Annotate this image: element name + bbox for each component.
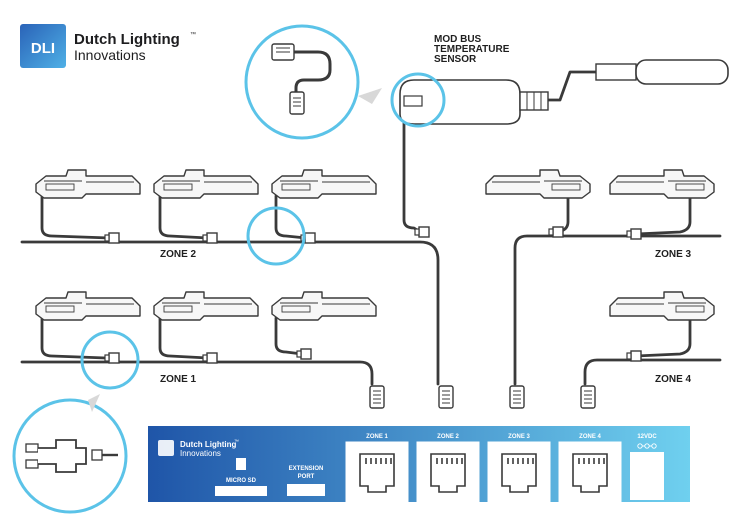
controller-logo-icon (158, 440, 174, 456)
zone4-label: ZONE 4 (655, 374, 692, 385)
connector (626, 228, 642, 240)
power-label: 12VDC (637, 434, 657, 440)
highlight-circle-zone1 (80, 330, 140, 390)
zoom-circle-cable (244, 24, 360, 140)
sensor-probe (635, 59, 729, 85)
fixture-zone2-3 (271, 169, 377, 199)
zone4-main-cable (583, 358, 722, 386)
highlight-circle-sensor (390, 72, 446, 128)
micro-sd-icon (236, 458, 246, 470)
extension-port-label-1: EXTENSION (289, 466, 324, 472)
temperature-sensor (399, 59, 729, 125)
fixture-zone2-2 (153, 169, 259, 199)
highlight-circle-zone2 (246, 206, 306, 266)
zone1-label: ZONE 1 (160, 374, 197, 385)
zone2-main-cable (20, 240, 440, 386)
pointer-arrow (88, 394, 100, 412)
zone-plugs (369, 385, 596, 409)
zone1-main-cable (20, 360, 374, 386)
logo-mark-text: DLI (31, 40, 55, 57)
brand-logo: DLI Dutch Lighting ™ Innovations (20, 24, 196, 68)
port-zone3[interactable] (487, 441, 551, 503)
plug-zone1 (369, 385, 385, 409)
pointer-arrow (358, 88, 382, 104)
connector (202, 352, 218, 364)
micro-sd-slot[interactable] (215, 486, 267, 496)
connector (104, 352, 120, 364)
port-zone4[interactable] (558, 441, 622, 503)
controller-brand-sub: Innovations (180, 449, 221, 458)
power-port[interactable] (630, 452, 664, 500)
plug-zone4 (580, 385, 596, 409)
fixture-zone1-3 (271, 291, 377, 321)
extension-port[interactable] (287, 484, 325, 496)
connector (414, 226, 430, 238)
zone3-main-cable (513, 234, 722, 386)
polarity-icon (637, 443, 657, 449)
connector (296, 348, 312, 360)
fixture-zone4-1 (609, 291, 715, 321)
port-zone4-label: ZONE 4 (579, 434, 601, 440)
extension-port-label-2: PORT (298, 474, 315, 480)
sensor-label-line2: TEMPERATURE (434, 44, 510, 55)
plug-zone3 (509, 385, 525, 409)
zoom-cable-content (271, 43, 332, 115)
controller-unit: Dutch Lighting ™ Innovations MICRO SD EX… (148, 426, 690, 503)
connector (202, 232, 218, 244)
port-zone1[interactable] (345, 441, 409, 503)
port-zone3-label: ZONE 3 (508, 434, 530, 440)
connector (548, 226, 564, 238)
brand-name: Dutch Lighting (74, 31, 180, 48)
port-zone1-label: ZONE 1 (366, 434, 388, 440)
sensor-label-line1: MOD BUS (434, 34, 482, 45)
fixtures (35, 169, 715, 321)
controller-brand-name: Dutch Lighting (180, 440, 237, 449)
zone3-label: ZONE 3 (655, 249, 692, 260)
fixture-zone1-1 (35, 291, 141, 321)
brand-subtitle: Innovations (74, 47, 146, 63)
brand-trademark: ™ (190, 31, 196, 38)
fixture-zone3-1 (485, 169, 591, 199)
plug-zone2 (438, 385, 454, 409)
sensor-label-line3: SENSOR (434, 54, 477, 65)
port-zone2-label: ZONE 2 (437, 434, 459, 440)
micro-sd-label: MICRO SD (226, 478, 257, 484)
connector (626, 350, 642, 362)
controller-brand-tm: ™ (234, 439, 239, 445)
zoom-splitter-content (25, 439, 118, 473)
logo-mark-icon (20, 24, 66, 68)
fixture-zone3-2 (609, 169, 715, 199)
fixture-zone1-2 (153, 291, 259, 321)
connector (104, 232, 120, 244)
zone2-label: ZONE 2 (160, 249, 197, 260)
port-zone2[interactable] (416, 441, 480, 503)
fixture-zone2-1 (35, 169, 141, 199)
